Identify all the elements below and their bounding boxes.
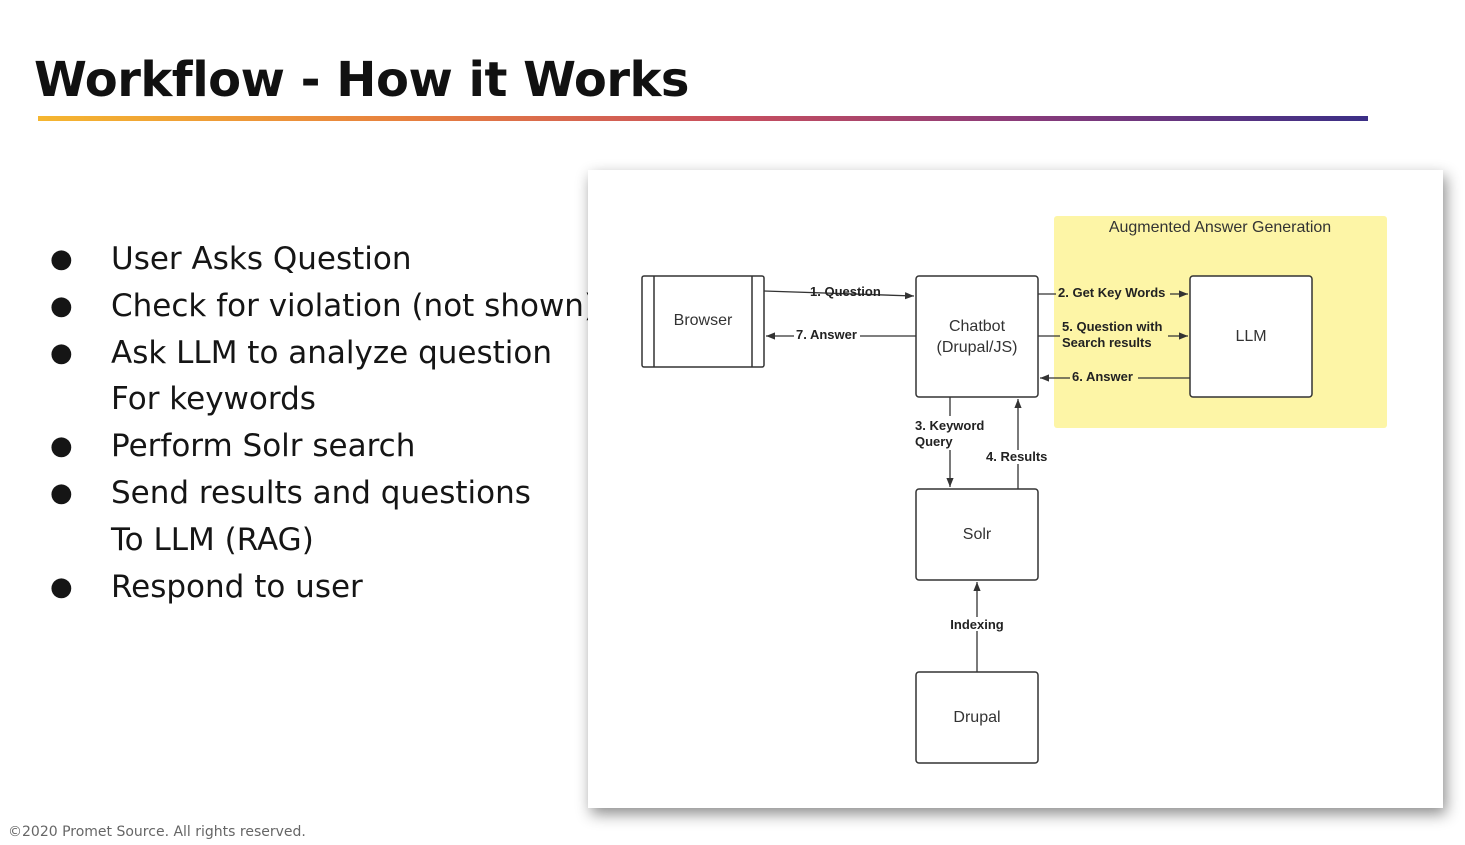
copyright-footer: ©2020 Promet Source. All rights reserved…: [8, 824, 306, 840]
edge-question-label: 1. Question: [810, 284, 881, 299]
drupal-label: Drupal: [953, 709, 1000, 726]
bullet-item: ● Respond to user: [50, 564, 596, 611]
bullet-text: Perform Solr search: [111, 428, 416, 465]
edge-answer-label-bg: [794, 328, 860, 342]
edge-indexing-label: Indexing: [950, 617, 1004, 632]
bullet-text-continuation: For keywords: [111, 381, 316, 418]
bullet-item: ● Check for violation (not shown): [50, 283, 596, 330]
chatbot-label: Chatbot: [949, 318, 1006, 335]
drupal-node: Drupal: [915, 671, 1039, 764]
bullet-item: ● Send results and questions To LLM (RAG…: [50, 470, 596, 564]
bullet-dot-icon: ●: [50, 431, 73, 462]
slide-title: Workflow - How it Works: [34, 52, 690, 108]
chatbot-node: Chatbot (Drupal/JS): [915, 275, 1039, 398]
bullet-text: Check for violation (not shown): [111, 287, 597, 324]
edge-keyword-query-label: 3. Keyword: [915, 418, 984, 433]
edge-results-label-bg: [984, 450, 1052, 464]
bullet-item: ● Perform Solr search: [50, 423, 596, 470]
edge-question-with-results-label: 5. Question with: [1062, 319, 1162, 334]
edge-answer-from-llm-label-bg: [1070, 370, 1138, 384]
edge-indexing-label-bg: [946, 617, 1008, 631]
edge-results-label: 4. Results: [986, 449, 1047, 464]
bullet-dot-icon: ●: [50, 337, 73, 368]
edge-keyword-query-label-bg: [913, 416, 987, 450]
solr-label: Solr: [963, 526, 992, 543]
edge-keyword-query-sublabel: Query: [915, 434, 953, 449]
bullet-list: ● User Asks Question ● Check for violati…: [50, 236, 596, 610]
bullet-item: ● Ask LLM to analyze question For keywor…: [50, 330, 596, 424]
bullet-dot-icon: ●: [50, 244, 73, 274]
bullet-item: ● User Asks Question: [50, 236, 596, 283]
solr-node: Solr: [915, 488, 1039, 581]
browser-node: Browser: [641, 275, 765, 368]
edge-get-key-words-label-bg: [1056, 286, 1170, 300]
augmented-answer-group-title: Augmented Answer Generation: [1109, 219, 1331, 236]
bullet-dot-icon: ●: [50, 290, 73, 321]
workflow-diagram-panel: Augmented Answer Generation Browser Chat…: [588, 170, 1443, 808]
bullet-text: User Asks Question: [111, 241, 412, 277]
workflow-diagram: Augmented Answer Generation Browser Chat…: [641, 216, 1387, 764]
bullet-text: Respond to user: [111, 568, 363, 605]
chatbot-sublabel: (Drupal/JS): [937, 339, 1018, 356]
llm-node: LLM: [1189, 275, 1313, 398]
edge-question: [763, 290, 915, 300]
edge-answer-to-browser-label: 7. Answer: [796, 327, 857, 342]
bullet-dot-icon: ●: [50, 477, 73, 508]
bullet-text-continuation: To LLM (RAG): [111, 521, 314, 558]
edge-question-with-results-label-bg: [1060, 319, 1168, 351]
edge-get-key-words-label: 2. Get Key Words: [1058, 285, 1165, 300]
browser-label: Browser: [674, 312, 733, 329]
title-gradient-rule: [38, 116, 1368, 121]
bullet-dot-icon: ●: [50, 571, 73, 602]
llm-label: LLM: [1235, 328, 1266, 345]
edge-answer-from-llm-label: 6. Answer: [1072, 369, 1133, 384]
bullet-text: Send results and questions: [111, 474, 531, 511]
bullet-text: Ask LLM to analyze question: [111, 334, 553, 371]
edge-question-with-results-sublabel: Search results: [1062, 335, 1152, 350]
